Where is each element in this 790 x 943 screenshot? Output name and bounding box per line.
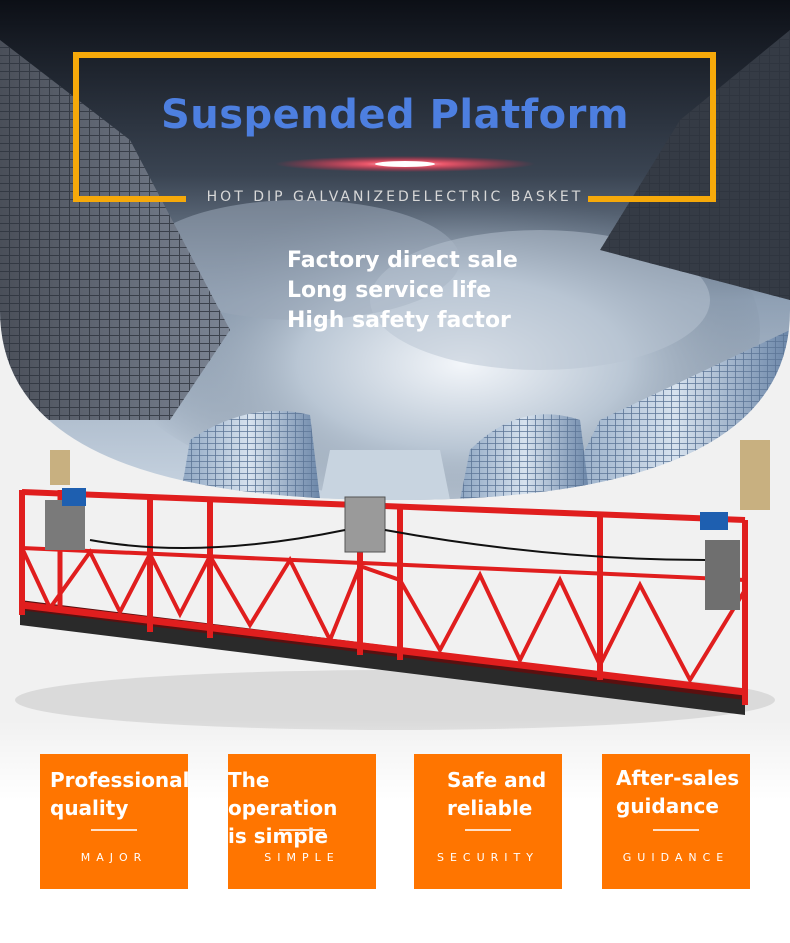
- feature-item: High safety factor: [287, 308, 511, 333]
- feature-item: Long service life: [287, 278, 492, 303]
- title-frame: [73, 52, 716, 202]
- feature-item: Factory direct sale: [287, 248, 518, 273]
- page-title: Suspended Platform: [160, 92, 630, 138]
- card-subtitle: GUIDANCE: [622, 851, 730, 864]
- card-title: Professional quality: [50, 768, 190, 820]
- card-subtitle: MAJOR: [80, 851, 148, 864]
- suspended-platform-illustration: [19, 440, 770, 715]
- card-title: After-sales guidance: [616, 766, 740, 818]
- feature-list: Factory direct sale Long service life Hi…: [287, 246, 518, 336]
- card-divider: [465, 829, 511, 831]
- title-frame-base-left: [73, 196, 186, 202]
- card-title: The operation is simple: [228, 768, 338, 848]
- card-divider: [91, 829, 137, 831]
- card-subtitle: SIMPLE: [264, 851, 340, 864]
- card-title: Safe and reliable: [447, 768, 547, 820]
- title-frame-base-right: [588, 196, 716, 202]
- sky-scene: [0, 0, 790, 500]
- card-after-sales: After-sales guidance GUIDANCE: [602, 754, 750, 889]
- card-simple-operation: The operation is simple SIMPLE: [228, 754, 376, 889]
- card-subtitle: SECURITY: [437, 851, 539, 864]
- card-professional-quality: Professional quality MAJOR: [40, 754, 190, 889]
- card-divider: [653, 829, 699, 831]
- page-subtitle: HOT DIP GALVANIZEDELECTRIC BASKET: [206, 189, 584, 205]
- card-divider: [279, 829, 325, 831]
- card-safe-reliable: Safe and reliable SECURITY: [414, 754, 562, 889]
